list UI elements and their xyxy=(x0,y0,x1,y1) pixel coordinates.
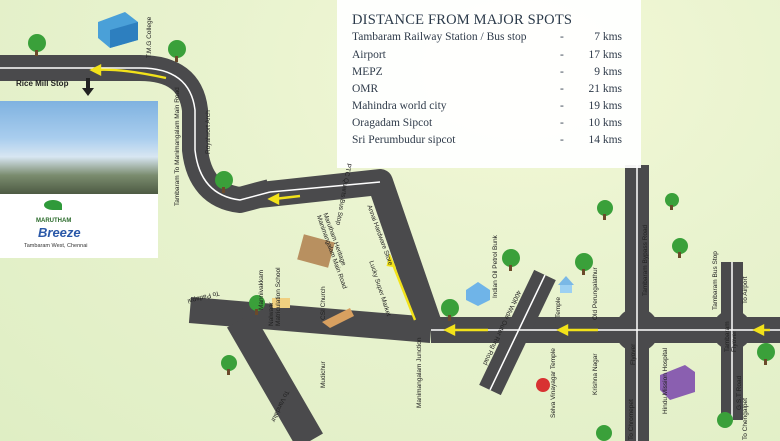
route-arrowhead-bypass xyxy=(556,324,569,336)
route-arrowhead-lucky xyxy=(386,253,397,268)
map-label-tambaram-bus-stop: Tambaram Bus Stop xyxy=(712,251,719,310)
map-label-krishna-nagar: Krishna Nagar xyxy=(592,353,599,395)
distance-value: 21 kms xyxy=(588,83,622,95)
map-label-mudichur: Mudichur xyxy=(320,361,327,388)
route-arrowhead-ptc xyxy=(267,193,280,205)
rice-mill-stop-label: Rice Mill Stop xyxy=(16,79,69,88)
distance-dash: - xyxy=(560,49,564,61)
distance-value: 19 kms xyxy=(588,100,622,112)
road-to-padapai xyxy=(188,297,433,343)
distance-place: Oragadam Sipcot xyxy=(352,117,433,129)
building-icon xyxy=(98,12,138,48)
map-label-to-airport: To Airport xyxy=(742,276,749,304)
distance-dash: - xyxy=(560,66,564,78)
route-arrowhead-top xyxy=(89,64,102,76)
map-label-csi-church: CSI Church xyxy=(320,286,327,320)
map-label-tmg-college: T.M.G College xyxy=(146,16,153,58)
logo-name-main: Breeze xyxy=(38,225,81,240)
map-label-to-chromepet: To Chromepet xyxy=(628,399,635,440)
distance-place: Sri Perumbudur sipcot xyxy=(352,134,456,146)
distance-place: MEPZ xyxy=(352,66,383,78)
map-label-to-chengalpet: To Chengalpet xyxy=(742,398,749,440)
map-label-flyover: Flyover xyxy=(630,343,637,365)
distance-value: 10 kms xyxy=(588,117,622,129)
logo-leaf-icon xyxy=(44,200,62,210)
building-icon xyxy=(272,234,335,308)
map-label-hindu-mission: Hindu Mission Hospital xyxy=(662,347,669,414)
distance-place: OMR xyxy=(352,83,379,95)
map-label-mannivakkam: Mannivakkam xyxy=(258,269,265,310)
distance-title: DISTANCE FROM MAJOR SPOTS xyxy=(352,12,573,28)
map-label-selva-vinayagar: Selva Vinayagar Temple xyxy=(550,348,557,418)
map-label-main-road: Tambaram To Manimangalam Main Road xyxy=(174,87,181,206)
map-label-old-perungalathur: Old Perungalathur xyxy=(592,267,599,320)
road-to-vandalur xyxy=(227,312,323,441)
map-label-manimangalam-junction: Manimangalam Junction xyxy=(416,337,423,408)
distance-panel xyxy=(337,0,641,168)
distance-dash: - xyxy=(560,31,564,43)
distance-dash: - xyxy=(560,100,564,112)
down-arrow-icon xyxy=(82,78,94,96)
tree-icon xyxy=(28,34,775,441)
hospital-icon xyxy=(660,365,695,400)
temple-icon xyxy=(558,276,574,293)
distance-dash: - xyxy=(560,83,564,95)
distance-value: 14 kms xyxy=(588,134,622,146)
route-arrowhead-junction xyxy=(443,324,456,336)
map-label-royalwort-arch: Royalwort Arch xyxy=(205,110,212,154)
distance-value: 9 kms xyxy=(594,66,622,78)
map-label-tambaram-flyover: Tambaram Flyover xyxy=(724,321,738,352)
map-label-tambaram-bypass: Tambaram Bypass Road xyxy=(642,224,649,296)
route-arrowhead-gst xyxy=(752,324,765,336)
distance-value: 17 kms xyxy=(588,49,622,61)
distance-value: 7 kms xyxy=(594,31,622,43)
distance-place: Tambaram Railway Station / Bus stop xyxy=(352,31,527,43)
map-label-nalwaar-school: Nalwaar Matriculation School xyxy=(268,267,282,326)
distance-place: Airport xyxy=(352,49,386,61)
petrol-pump-icon xyxy=(466,282,490,306)
logo-name-top: MARUTHAM xyxy=(36,218,72,224)
temple-icon xyxy=(536,378,550,392)
church-icon xyxy=(322,308,354,328)
map-label-temple: Temple xyxy=(555,297,562,318)
map-label-indian-oil: Indian Oil Petrol Bunk xyxy=(492,235,499,298)
distance-place: Mahindra world city xyxy=(352,100,447,112)
project-photo xyxy=(0,101,158,194)
logo-location: Tambaram West, Chennai xyxy=(24,243,88,249)
marutham-breeze-logo: MARUTHAM Breeze Tambaram West, Chennai xyxy=(0,194,158,258)
distance-dash: - xyxy=(560,134,564,146)
distance-dash: - xyxy=(560,117,564,129)
